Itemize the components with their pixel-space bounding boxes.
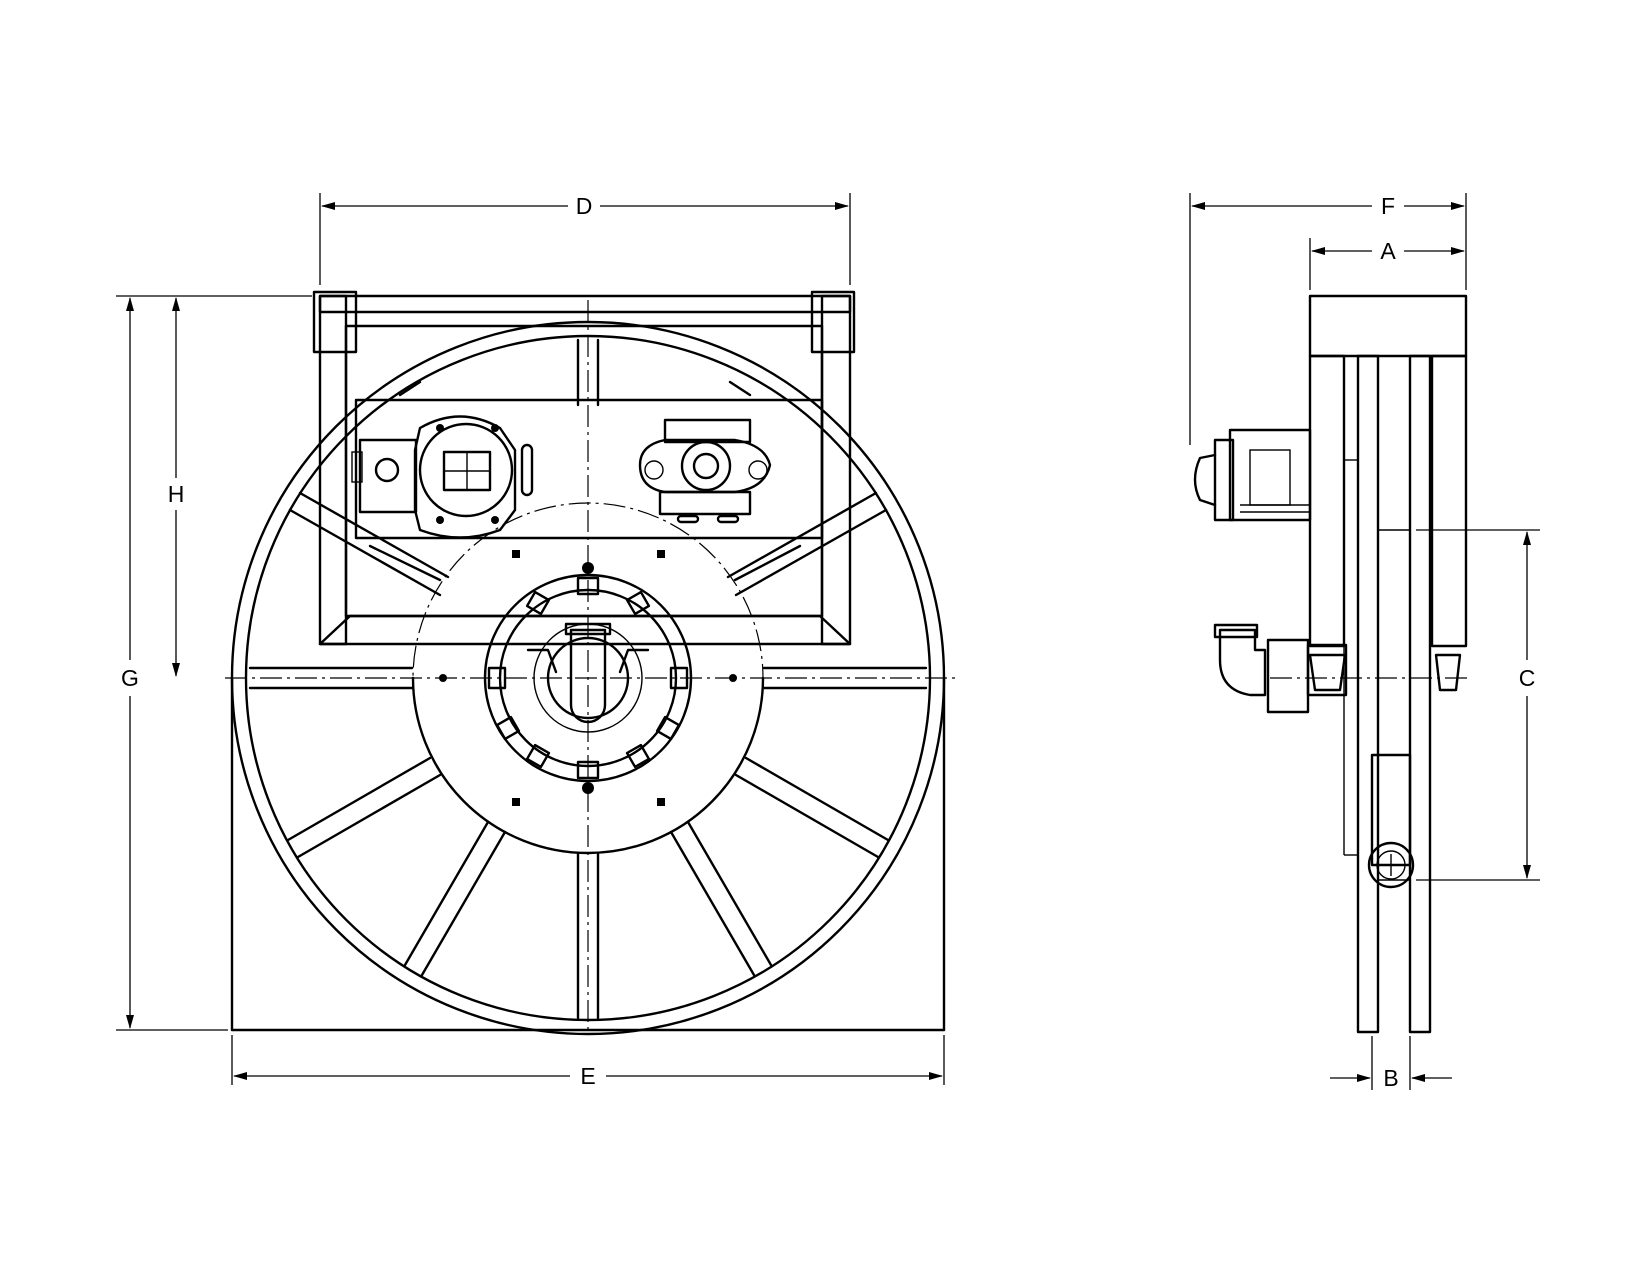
drive-motor bbox=[351, 415, 534, 539]
dim-label-f: F bbox=[1381, 193, 1395, 219]
side-view bbox=[1193, 294, 1470, 1034]
gearbox bbox=[638, 418, 772, 524]
dimensions: D E G H F A C bbox=[116, 193, 1540, 1091]
reel-spokes bbox=[248, 338, 928, 1020]
front-centerlines bbox=[225, 300, 960, 1035]
dim-label-c: C bbox=[1519, 665, 1536, 691]
dim-label-d: D bbox=[576, 193, 593, 219]
dim-label-h: H bbox=[168, 481, 185, 507]
side-swivel bbox=[1213, 623, 1462, 714]
dim-label-b: B bbox=[1383, 1065, 1398, 1091]
mounting-frame bbox=[312, 290, 856, 646]
side-motor bbox=[1193, 428, 1312, 522]
dim-label-g: G bbox=[121, 665, 139, 691]
dim-label-a: A bbox=[1380, 238, 1396, 264]
front-view bbox=[225, 290, 960, 1036]
dim-label-e: E bbox=[580, 1063, 595, 1089]
